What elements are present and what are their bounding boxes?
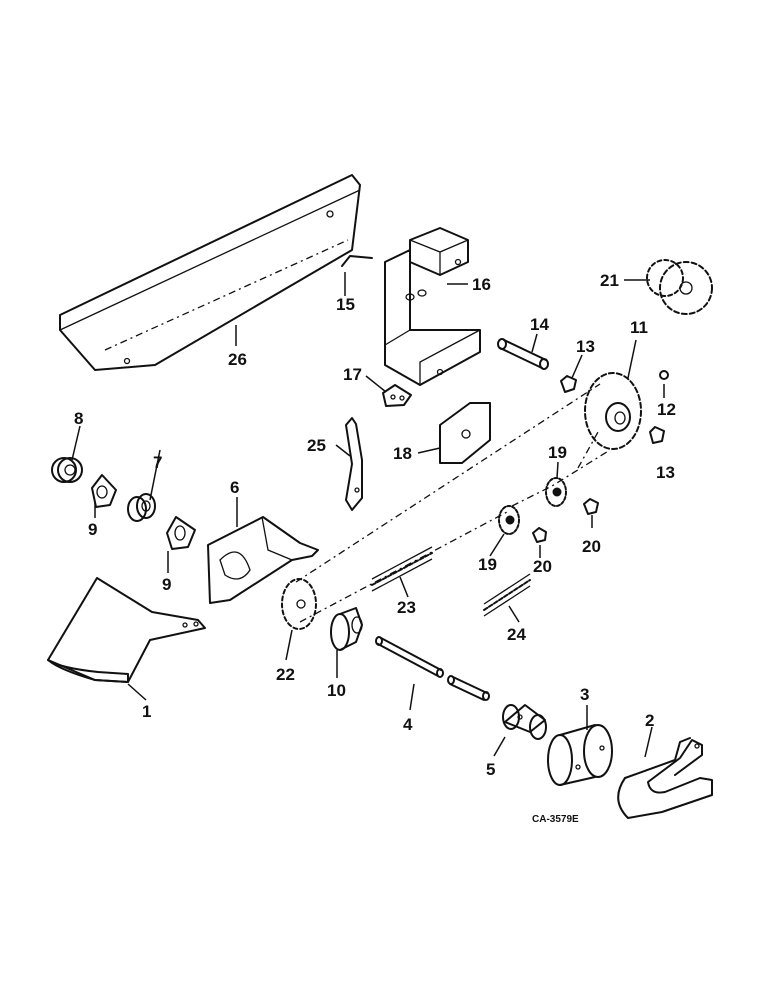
callout-18: 18 bbox=[393, 444, 412, 463]
callout-10: 10 bbox=[327, 681, 346, 700]
callout-16: 16 bbox=[472, 275, 491, 294]
part-9-flange-upper bbox=[91, 474, 117, 508]
part-3-roller bbox=[547, 724, 613, 786]
leader-lines bbox=[71, 272, 665, 758]
callout-22: 22 bbox=[276, 665, 295, 684]
callout-17: 17 bbox=[343, 365, 362, 384]
part-15-pin bbox=[341, 255, 373, 267]
callout-11: 11 bbox=[630, 318, 648, 337]
part-5-sleeve bbox=[502, 704, 547, 740]
callout-14: 14 bbox=[530, 315, 549, 334]
part-9-flange-lower bbox=[166, 516, 196, 550]
part-19-idler-sprocket-lower bbox=[498, 505, 520, 535]
callout-7: 7 bbox=[153, 453, 162, 472]
callout-9-lower: 9 bbox=[162, 575, 171, 594]
callout-3: 3 bbox=[580, 685, 589, 704]
callout-25: 25 bbox=[307, 436, 326, 455]
callout-4: 4 bbox=[403, 715, 413, 734]
part-22-sprocket bbox=[281, 578, 317, 630]
part-17-clip bbox=[382, 384, 412, 407]
part-6-guard-plate bbox=[207, 516, 319, 604]
callout-13-upper: 13 bbox=[576, 337, 595, 356]
part-18-plate bbox=[439, 402, 491, 464]
part-11-large-sprocket bbox=[584, 372, 642, 450]
callout-23: 23 bbox=[397, 598, 416, 617]
chain-path bbox=[295, 383, 611, 623]
part-16-bracket bbox=[384, 227, 481, 386]
callout-26: 26 bbox=[228, 350, 247, 369]
callout-19-upper: 19 bbox=[548, 443, 567, 462]
part-8-bearing bbox=[51, 457, 83, 483]
callout-6: 6 bbox=[230, 478, 239, 497]
callout-12: 12 bbox=[657, 400, 676, 419]
callout-9-upper: 9 bbox=[88, 520, 97, 539]
part-20-spacer-left bbox=[532, 527, 547, 543]
part-19-idler-sprocket-upper bbox=[545, 477, 567, 507]
part-14-shaft bbox=[497, 338, 549, 370]
callout-13-lower: 13 bbox=[656, 463, 675, 482]
callout-21: 21 bbox=[600, 271, 619, 290]
part-13-bushing-upper bbox=[560, 375, 577, 393]
callout-2: 2 bbox=[645, 711, 654, 730]
part-1-lower-shield bbox=[47, 577, 206, 683]
callout-5: 5 bbox=[486, 760, 495, 779]
part-26-shield bbox=[59, 174, 361, 371]
figure-reference: CA-3579E bbox=[532, 814, 579, 825]
part-4-shaft bbox=[375, 636, 490, 701]
part-24-chain bbox=[483, 573, 531, 617]
callout-8: 8 bbox=[74, 409, 83, 428]
callout-1: 1 bbox=[142, 702, 151, 721]
part-21-double-sprocket bbox=[646, 259, 713, 315]
part-13-bushing-lower bbox=[649, 426, 665, 444]
part-10-hub bbox=[330, 607, 363, 651]
part-12-nut bbox=[659, 370, 669, 380]
callout-24: 24 bbox=[507, 625, 526, 644]
part-20-spacer-right bbox=[583, 498, 599, 515]
callout-20-right: 20 bbox=[582, 537, 601, 556]
callout-labels: 26 15 16 14 13 11 12 13 21 17 18 25 19 1… bbox=[74, 271, 676, 779]
part-7-bearing bbox=[127, 493, 156, 522]
part-23-chain bbox=[371, 546, 433, 592]
part-25-strap bbox=[345, 417, 363, 511]
callout-19-lower: 19 bbox=[478, 555, 497, 574]
callout-15: 15 bbox=[336, 295, 355, 314]
part-2-curved-shield bbox=[617, 737, 713, 819]
callout-20-left: 20 bbox=[533, 557, 552, 576]
